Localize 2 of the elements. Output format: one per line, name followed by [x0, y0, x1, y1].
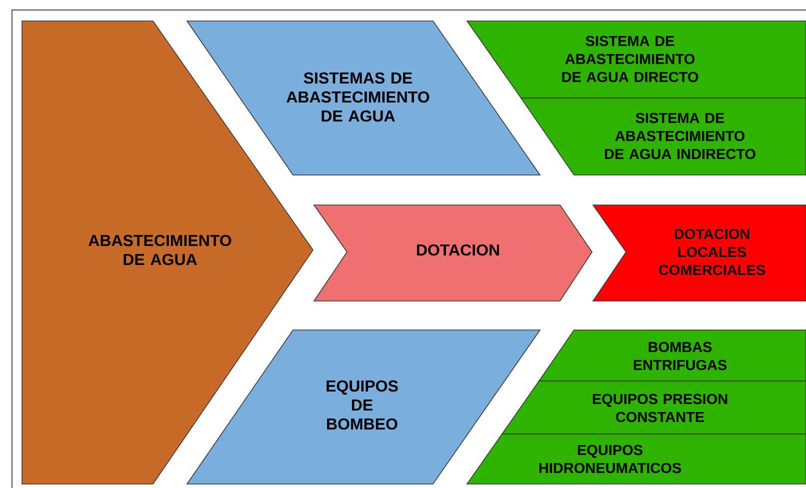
chevron-box: DOTACION LOCALES COMERCIALES	[592, 204, 806, 302]
chevron-box: DOTACION	[313, 204, 592, 302]
